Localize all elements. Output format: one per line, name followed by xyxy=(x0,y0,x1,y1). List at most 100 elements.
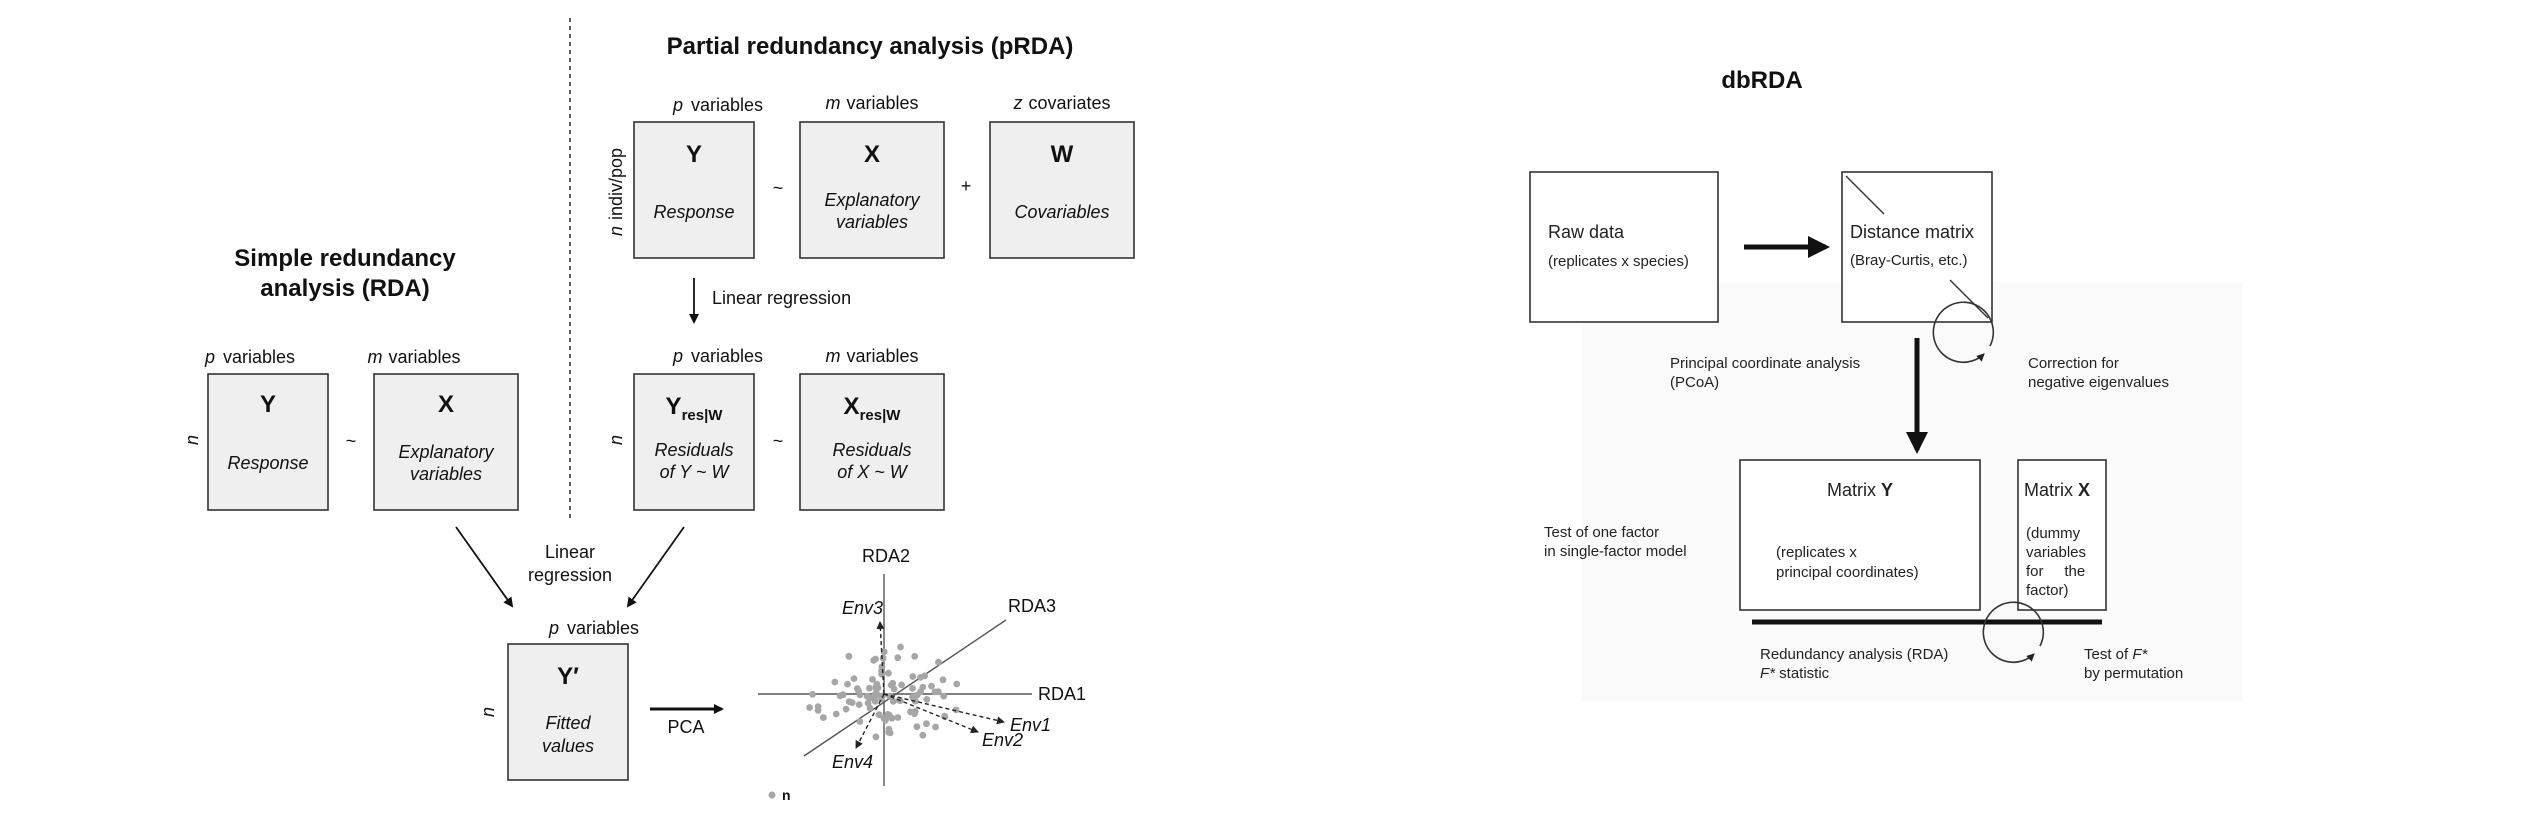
sample-point xyxy=(856,718,864,725)
prda-n-label: n xyxy=(606,435,626,445)
sample-point xyxy=(879,654,887,662)
rda-x-symbol: X xyxy=(438,391,454,418)
sample-point xyxy=(940,692,948,700)
matrix-y-sub1: (replicates x xyxy=(1776,544,1857,561)
distance-matrix-diag-bottom xyxy=(1949,279,1989,319)
env4-vector xyxy=(855,693,885,749)
prda-covariables-box xyxy=(989,121,1135,259)
sample-point xyxy=(913,691,921,699)
rda3-axis xyxy=(803,619,1007,757)
prda-response-box xyxy=(633,121,755,259)
env2-vector xyxy=(883,693,979,734)
permutation-cycle-icon xyxy=(1982,601,2045,664)
legend-point xyxy=(768,791,776,799)
sample-point xyxy=(866,704,874,712)
prda-title: Partial redundancy analysis (pRDA) xyxy=(667,33,1074,60)
fitted-line1: Fitted xyxy=(545,713,591,733)
sample-point xyxy=(873,680,881,688)
sample-point xyxy=(855,701,863,708)
fitted-y-symbol: Y′ xyxy=(557,663,579,690)
matrix-x-sub3: for the xyxy=(2026,563,2085,580)
sample-points xyxy=(806,643,961,741)
rda-tilde: ~ xyxy=(346,431,357,451)
sample-point xyxy=(809,691,816,698)
pcoa-label-line2: (PCoA) xyxy=(1670,374,1719,391)
sample-point xyxy=(869,676,876,683)
prda-linear-regression-label: Linear regression xyxy=(712,288,851,308)
sample-point xyxy=(842,705,850,713)
testf-line2: by permutation xyxy=(2084,665,2183,682)
linear-label-line1: Linear xyxy=(545,542,595,562)
sample-point xyxy=(935,658,942,666)
sample-point xyxy=(848,699,856,706)
sample-point xyxy=(890,685,898,693)
sample-point xyxy=(913,723,921,731)
prda-to-fitted-arrow xyxy=(626,526,685,608)
pcoa-label-line1: Principal coordinate analysis xyxy=(1670,355,1860,372)
rda-response-label: Response xyxy=(227,453,308,473)
dbrda-title: dbRDA xyxy=(1721,67,1802,94)
prda-residuals-x-box xyxy=(799,373,945,511)
matrix-y-box xyxy=(1739,459,1981,611)
raw-data-box xyxy=(1529,171,1719,323)
sample-point xyxy=(880,714,888,722)
rda-label-line1: Redundancy analysis (RDA) xyxy=(1760,646,1948,663)
prda-plus: + xyxy=(961,176,972,196)
sample-point xyxy=(839,691,847,699)
sample-point xyxy=(872,655,879,663)
sample-point xyxy=(867,694,874,701)
rda-to-fitted-arrow xyxy=(455,526,514,608)
distance-matrix-diag-top xyxy=(1845,175,1885,215)
env3-label: Env3 xyxy=(842,598,883,618)
correction-cycle-icon xyxy=(1932,301,1995,364)
fitted-line2: values xyxy=(542,736,594,756)
sample-point xyxy=(875,711,883,719)
sample-point xyxy=(921,672,929,680)
rda-y-symbol: Y xyxy=(260,391,276,418)
rda2-axis-label: RDA2 xyxy=(862,546,910,566)
sample-point xyxy=(871,697,879,705)
matrix-x-sub2: variables xyxy=(2026,544,2086,561)
rda-title-line1: Simple redundancy xyxy=(234,245,456,272)
sample-point xyxy=(897,643,904,651)
matrix-y-label: Matrix Y xyxy=(1827,480,1893,500)
env1-label: Env1 xyxy=(1010,715,1051,735)
prda-n-indiv-label: nindiv/pop xyxy=(606,148,626,236)
prda-tilde: ~ xyxy=(773,178,784,198)
sample-point xyxy=(932,723,939,731)
testf-line1: Test of F* xyxy=(2084,646,2149,663)
prda-covariables-label: Covariables xyxy=(1014,202,1109,222)
sample-point xyxy=(919,731,927,739)
env2-label: Env2 xyxy=(982,730,1023,750)
rda-explanatory-line2: variables xyxy=(410,464,482,484)
sample-point xyxy=(885,711,893,719)
rda3-axis-label: RDA3 xyxy=(1008,596,1056,616)
rda-n-label: n xyxy=(182,435,202,445)
sample-point xyxy=(872,733,880,741)
env3-vector xyxy=(876,621,885,695)
test-factor-line2: in single-factor model xyxy=(1544,543,1687,560)
prda-yres-line1: Residuals xyxy=(654,440,733,460)
distance-matrix-sub: (Bray-Curtis, etc.) xyxy=(1850,252,1968,269)
matrix-x-box xyxy=(2017,459,2107,611)
sample-point xyxy=(907,708,914,716)
sample-point xyxy=(856,691,864,699)
prda-yres-line2: of Y ~ W xyxy=(660,462,731,482)
sample-point xyxy=(909,673,917,680)
sample-point xyxy=(931,688,939,696)
test-factor-line1: Test of one factor xyxy=(1544,524,1659,541)
raw-data-label: Raw data xyxy=(1548,222,1625,242)
prda-xres-line1: Residuals xyxy=(832,440,911,460)
sample-point xyxy=(923,720,930,728)
rda-title-line2: analysis (RDA) xyxy=(260,275,429,302)
prda-explanatory-line1: Explanatory xyxy=(824,190,920,210)
rda-ordination-plot: RDA1 RDA2 RDA3 Env1 Env2 Env3 Env4 n xyxy=(758,546,1086,803)
prda-explanatory-line2: variables xyxy=(836,212,908,232)
prda-response-label: Response xyxy=(653,202,734,222)
